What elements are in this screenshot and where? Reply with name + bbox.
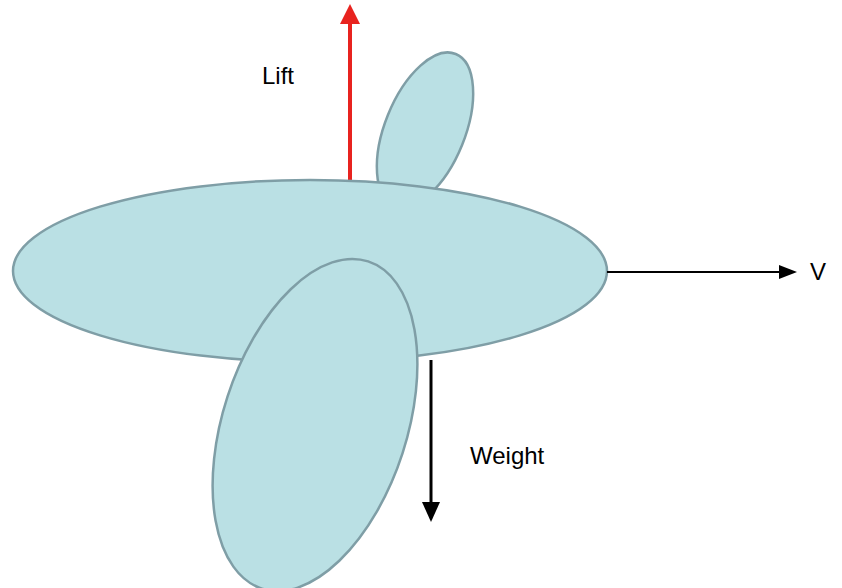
velocity-arrowhead <box>779 265 797 279</box>
force-label: Lift <box>262 62 294 91</box>
weight-arrow <box>430 360 433 505</box>
lift-arrow <box>348 22 352 182</box>
front-wing <box>174 233 455 588</box>
velocity-label: V <box>810 258 826 287</box>
weight-arrowhead <box>422 502 440 522</box>
force-label: Weight <box>470 442 544 471</box>
lift-arrowhead <box>340 4 360 24</box>
velocity-arrow <box>607 271 782 273</box>
